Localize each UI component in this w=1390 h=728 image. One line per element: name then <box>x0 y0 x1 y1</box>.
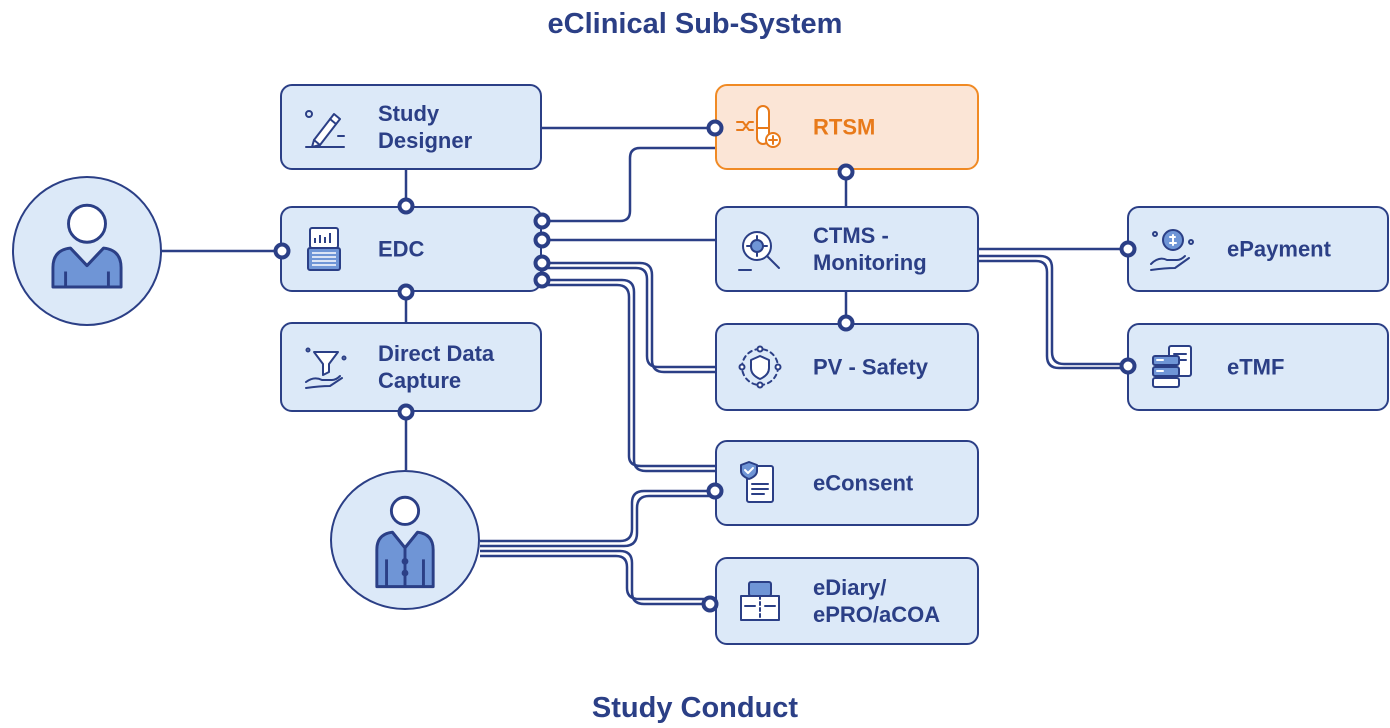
etmf-box[interactable]: eTMF <box>1127 323 1389 411</box>
econsent-label: eConsent <box>813 470 914 496</box>
patient-user[interactable] <box>330 470 480 610</box>
coin-hand-icon <box>1147 224 1197 274</box>
shield-network-icon <box>735 342 785 392</box>
ediary-label: eDiary/ ePRO/aCOA <box>813 575 941 627</box>
document-check-icon <box>735 458 785 508</box>
direct-data-capture-label: Direct Data Capture <box>378 341 495 393</box>
direct-data-capture-box[interactable]: Direct Data Capture <box>280 322 542 412</box>
connection-dot <box>701 595 719 613</box>
pv-safety-label: PV - Safety <box>813 354 928 380</box>
epayment-box[interactable]: ePayment <box>1127 206 1389 292</box>
user-icon <box>51 203 123 289</box>
test-tube-shuffle-icon <box>735 102 785 152</box>
connection-dot <box>533 212 551 230</box>
epayment-label: ePayment <box>1227 236 1331 262</box>
connection-dot <box>837 314 855 332</box>
diagram-subtitle: Study Conduct <box>591 692 799 724</box>
connection-dot <box>397 197 415 215</box>
connection-dot <box>837 163 855 181</box>
connection-dot <box>1119 357 1137 375</box>
connection-dot <box>397 283 415 301</box>
connection-dot <box>533 271 551 289</box>
connection-dot <box>533 254 551 272</box>
connection-dot <box>706 119 724 137</box>
laptop-chart-icon <box>300 224 350 274</box>
connection-dot <box>1119 240 1137 258</box>
gear-magnifier-icon <box>735 224 785 274</box>
pencil-icon <box>300 102 350 152</box>
etmf-label: eTMF <box>1227 354 1285 380</box>
connection-dot <box>706 482 724 500</box>
server-documents-icon <box>1147 342 1197 392</box>
ctms-monitoring-label: CTMS - Monitoring <box>813 223 927 275</box>
rtsm-label: RTSM <box>813 114 876 140</box>
user-suit-icon <box>375 495 435 589</box>
ediary-box[interactable]: eDiary/ ePRO/aCOA <box>715 557 979 645</box>
investigator-user[interactable] <box>12 176 162 326</box>
econsent-box[interactable]: eConsent <box>715 440 979 526</box>
study-designer-box[interactable]: Study Designer <box>280 84 542 170</box>
connection-dot <box>273 242 291 260</box>
connection-dot <box>397 403 415 421</box>
folder-zip-icon <box>735 576 785 626</box>
ctms-monitoring-box[interactable]: CTMS - Monitoring <box>715 206 979 292</box>
edc-label: EDC <box>378 236 425 262</box>
connection-dot <box>533 231 551 249</box>
diagram-title: eClinical Sub-System <box>547 8 843 40</box>
pv-safety-box[interactable]: PV - Safety <box>715 323 979 411</box>
funnel-hand-icon <box>300 342 350 392</box>
study-designer-label: Study Designer <box>378 101 473 153</box>
